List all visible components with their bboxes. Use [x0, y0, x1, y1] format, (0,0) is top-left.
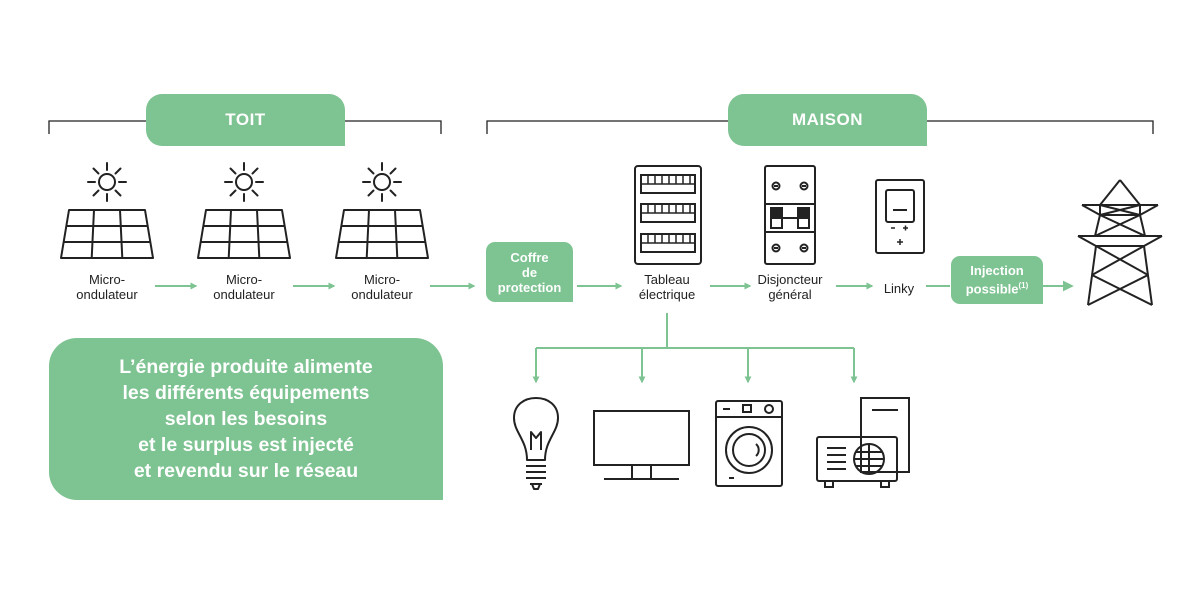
micro-inverter-label: Micro- ondulateur: [76, 272, 138, 302]
sun-icon: [362, 162, 402, 202]
protection-box: Coffre de protection: [486, 242, 573, 302]
sun-icon: [87, 162, 127, 202]
section-house: MAISON: [728, 94, 927, 146]
info-message: L’énergie produite alimente les différen…: [49, 338, 443, 500]
breaker-icon: [764, 165, 816, 265]
footnote-marker: (1): [1018, 281, 1029, 291]
meter-icon: [875, 179, 925, 254]
section-roof: TOIT: [146, 94, 345, 146]
electrical-panel-icon: [634, 165, 702, 265]
sun-icon: [224, 162, 264, 202]
light-bulb-icon: [513, 397, 559, 490]
section-roof-label: TOIT: [225, 110, 266, 129]
monitor-icon: [593, 410, 690, 480]
meter-label: Linky: [883, 281, 915, 296]
solar-panel-icon: [60, 209, 154, 259]
pylon-icon: [1077, 179, 1163, 306]
solar-panel-icon: [197, 209, 291, 259]
section-house-label: MAISON: [792, 110, 863, 129]
breaker-label: Disjoncteur général: [757, 272, 823, 302]
micro-inverter-label: Micro- ondulateur: [351, 272, 413, 302]
electrical-panel-label: Tableau électrique: [638, 272, 696, 302]
washing-machine-icon: [715, 400, 783, 487]
micro-inverter-label: Micro- ondulateur: [213, 272, 275, 302]
injection-box: Injection possible(1): [951, 256, 1043, 304]
heat-pump-icon: [816, 397, 910, 488]
solar-panel-icon: [335, 209, 429, 259]
